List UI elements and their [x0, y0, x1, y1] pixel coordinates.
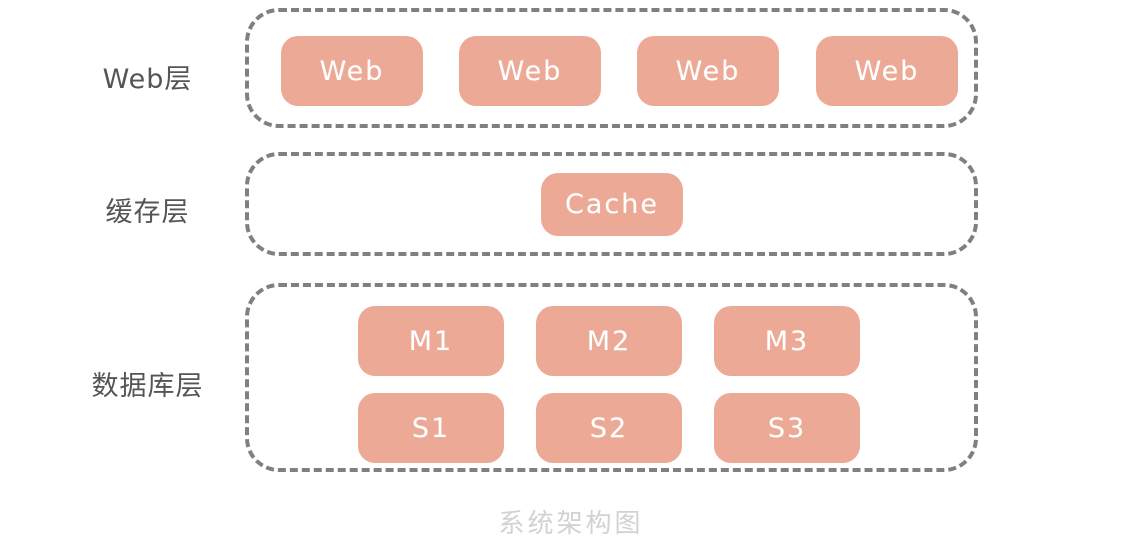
node-cache-1[interactable]: Cache: [541, 173, 683, 236]
node-db-s3[interactable]: S3: [714, 393, 860, 463]
node-db-s2[interactable]: S2: [536, 393, 682, 463]
web-layer-container: [245, 8, 978, 128]
node-web-4[interactable]: Web: [816, 36, 958, 106]
database-layer-container: [245, 283, 978, 472]
web-layer-row: Web层 Web Web Web Web: [0, 0, 1142, 130]
cache-layer-label: 缓存层: [105, 197, 190, 228]
node-web-1[interactable]: Web: [281, 36, 423, 106]
diagram-caption: 系统架构图: [498, 509, 644, 539]
node-db-m1[interactable]: M1: [358, 306, 504, 376]
node-web-2[interactable]: Web: [459, 36, 601, 106]
node-db-s1[interactable]: S1: [358, 393, 504, 463]
node-db-m3[interactable]: M3: [714, 306, 860, 376]
node-db-m2[interactable]: M2: [536, 306, 682, 376]
web-layer-label: Web层: [102, 64, 193, 95]
database-layer-label: 数据库层: [91, 371, 204, 402]
node-web-3[interactable]: Web: [637, 36, 779, 106]
cache-layer-container: [245, 152, 978, 256]
